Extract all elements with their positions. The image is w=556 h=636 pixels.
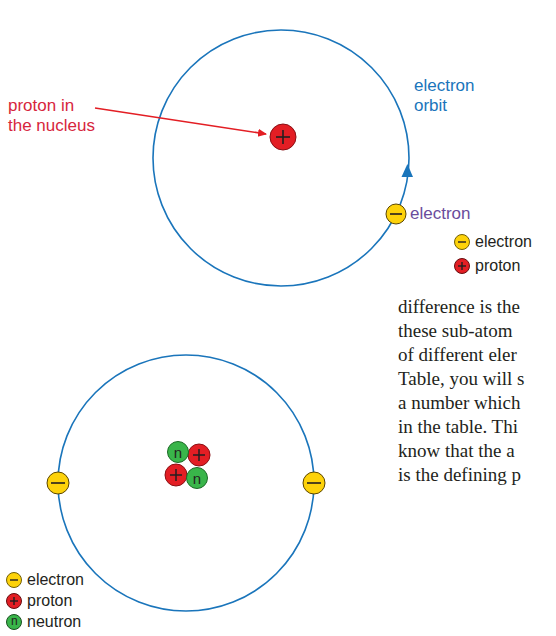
plus-symbol bbox=[455, 259, 471, 275]
legend-swatch bbox=[6, 593, 22, 609]
minus-symbol bbox=[7, 573, 23, 589]
minus-symbol bbox=[455, 235, 471, 251]
legend-swatch bbox=[454, 258, 470, 274]
electron-orbit bbox=[58, 355, 314, 611]
callout-label: electron bbox=[410, 204, 470, 224]
legend-label: electron bbox=[27, 571, 84, 589]
body-text: of different eler bbox=[398, 344, 517, 366]
electron-symbol bbox=[303, 472, 325, 494]
proton-symbol bbox=[270, 124, 296, 150]
electron-symbol bbox=[47, 472, 69, 494]
legend-label: proton bbox=[27, 592, 72, 610]
neutron-mark: n bbox=[174, 445, 182, 460]
legend-label: proton bbox=[475, 257, 520, 275]
body-text: Table, you will s bbox=[398, 368, 524, 390]
body-text: in the table. Thi bbox=[398, 416, 518, 438]
legend-swatch bbox=[6, 572, 22, 588]
neutron-particle: n bbox=[167, 441, 189, 463]
body-text: these sub-atom bbox=[398, 320, 513, 342]
body-text: is the defining p bbox=[398, 464, 521, 486]
proton-symbol bbox=[165, 464, 187, 486]
callout-label: proton in the nucleus bbox=[8, 96, 100, 135]
electron-symbol bbox=[386, 204, 406, 224]
body-text: a number which bbox=[398, 392, 520, 414]
callout-label: electron orbit bbox=[414, 76, 484, 115]
orbit-arrowhead bbox=[402, 164, 414, 177]
plus-symbol bbox=[7, 594, 23, 610]
legend-label: electron bbox=[475, 233, 532, 251]
neutron-mark: n bbox=[193, 471, 201, 486]
legend-label: neutron bbox=[27, 613, 81, 631]
proton-symbol bbox=[188, 444, 210, 466]
leader-line bbox=[95, 108, 266, 134]
body-text: know that the a bbox=[398, 440, 515, 462]
body-text: difference is the bbox=[398, 296, 520, 318]
electron-orbit bbox=[153, 30, 409, 286]
legend-swatch bbox=[454, 234, 470, 250]
neutron-particle: n bbox=[186, 467, 208, 489]
neutron-mark: n bbox=[11, 615, 18, 629]
